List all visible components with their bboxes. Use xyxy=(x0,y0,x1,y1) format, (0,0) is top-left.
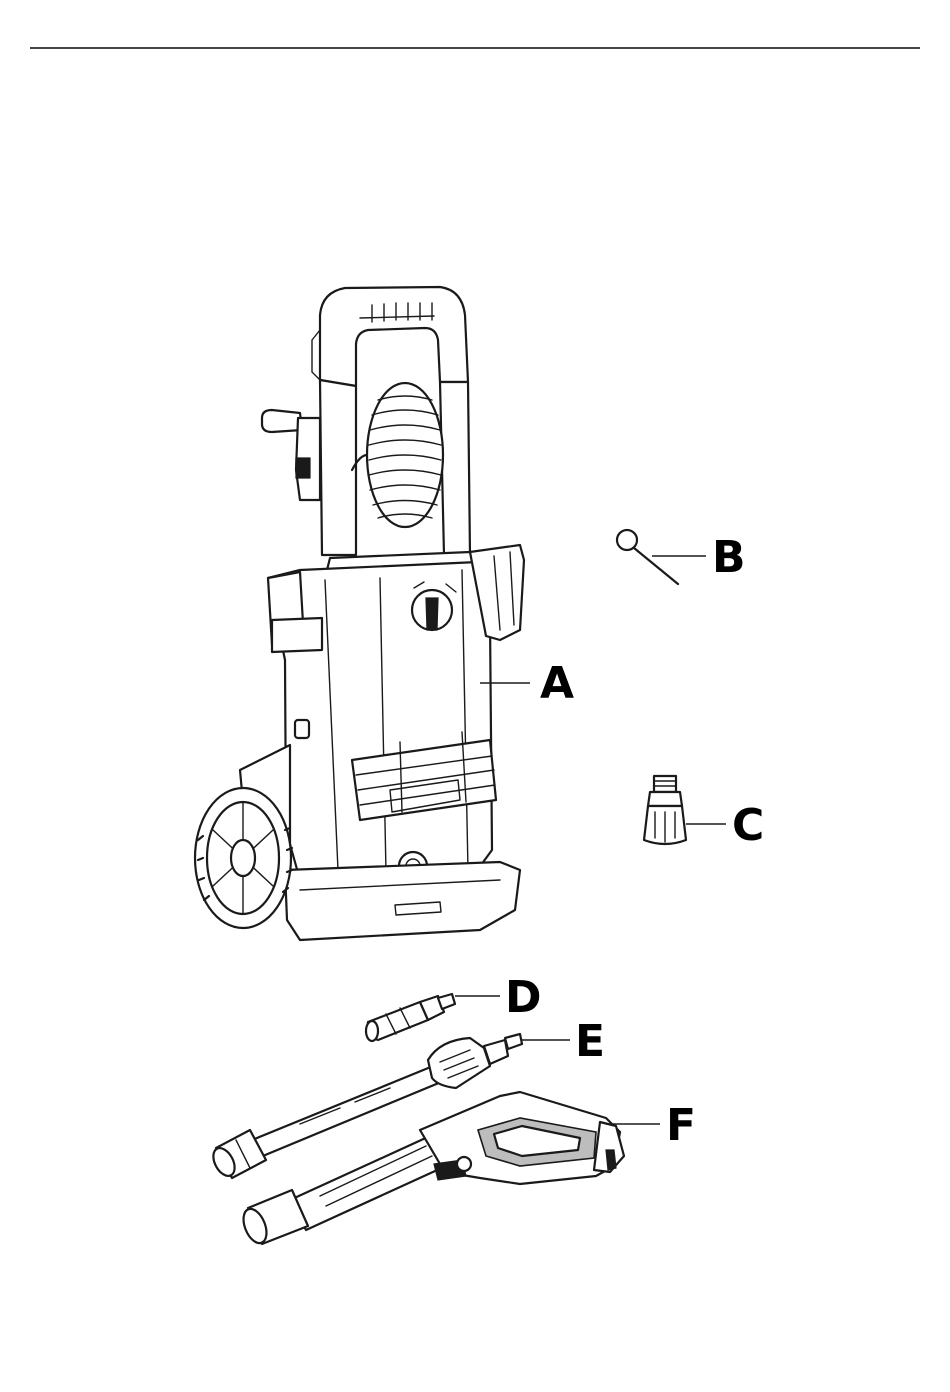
callout-a: A xyxy=(540,658,574,709)
nozzle-illustration xyxy=(366,994,455,1041)
spray-gun-illustration xyxy=(239,1092,624,1246)
callout-c: C xyxy=(732,800,764,851)
pressure-washer-illustration xyxy=(195,287,524,940)
callout-f: F xyxy=(666,1100,696,1151)
callout-b: B xyxy=(712,532,746,583)
hose-adapter-illustration xyxy=(644,776,686,844)
callout-d: D xyxy=(505,972,542,1023)
cleaning-needle-illustration xyxy=(617,530,678,584)
callout-e: E xyxy=(575,1016,605,1067)
